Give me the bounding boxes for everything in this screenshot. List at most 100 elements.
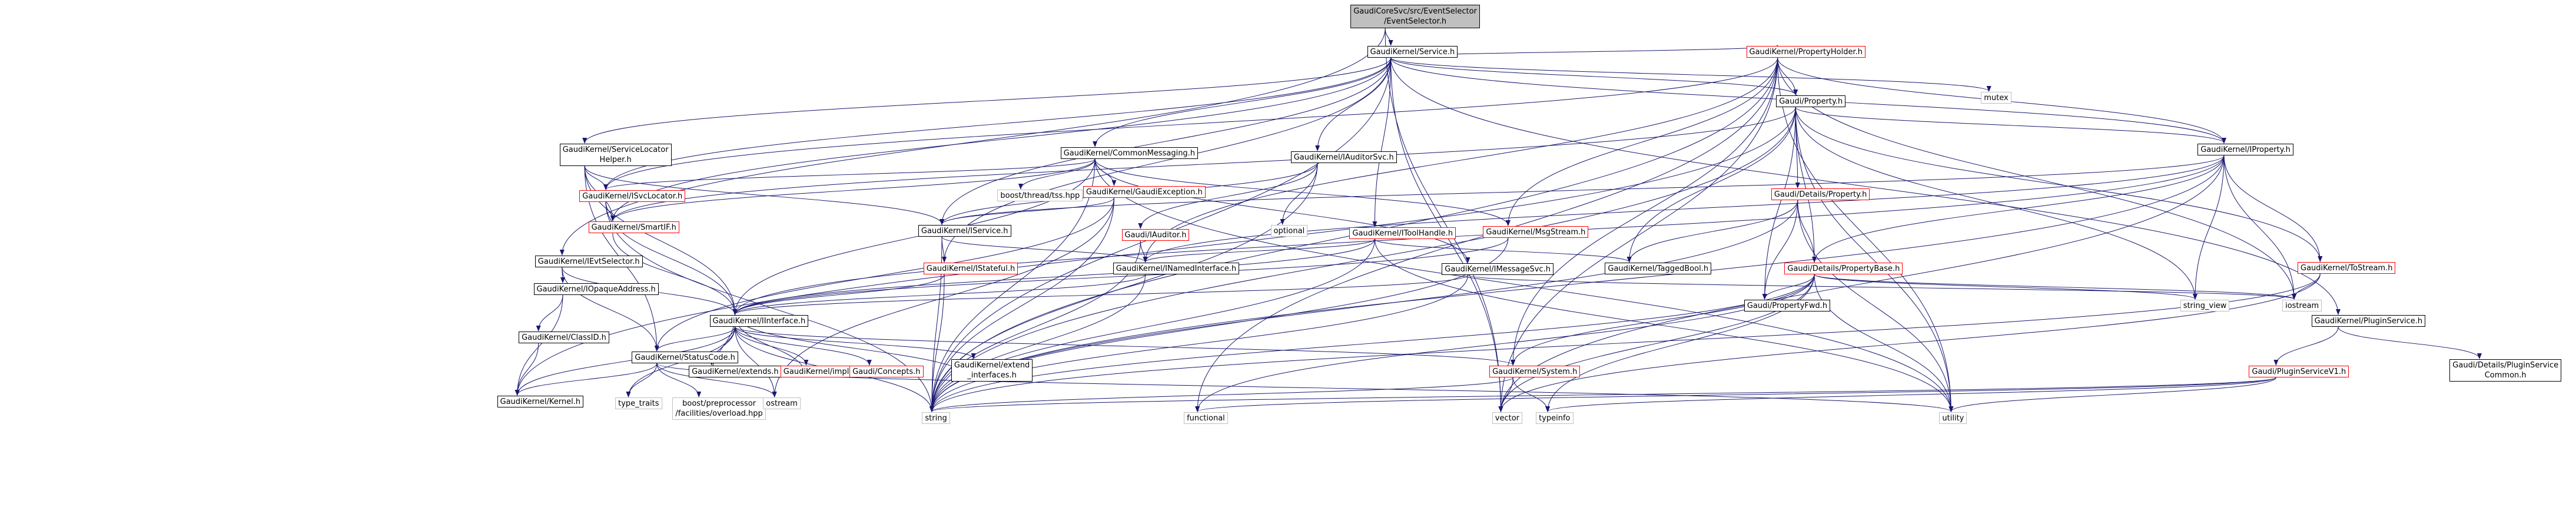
node-n21[interactable]: GaudiKernel/INamedInterface.h	[1113, 263, 1240, 274]
edge-n5-n18	[1505, 57, 1778, 226]
node-n49[interactable]: vector	[1492, 412, 1523, 424]
node-n10[interactable]: GaudiKernel/ISvcLocator.h	[579, 190, 686, 202]
node-n18[interactable]: GaudiKernel/MsgStream.h	[1483, 226, 1589, 238]
node-n38[interactable]: GaudiKernel/System.h	[1489, 366, 1581, 377]
node-n40[interactable]: Gaudi/PluginServiceV1.h	[2249, 366, 2349, 377]
node-label-line: GaudiKernel/IStateful.h	[926, 264, 1015, 273]
node-label-line: GaudiKernel/IService.h	[921, 226, 1008, 236]
node-n9[interactable]: GaudiKernel/IAuditorSvc.h	[1290, 151, 1397, 163]
node-n37[interactable]: GaudiKernel/extend_interfaces.h	[951, 359, 1033, 382]
node-n45[interactable]: string	[922, 412, 950, 424]
edge-n20-n29	[732, 274, 945, 315]
node-label-line: GaudiKernel/IEvtSelector.h	[537, 257, 640, 266]
node-n31[interactable]: GaudiKernel/ClassID.h	[519, 332, 609, 343]
node-label-line: GaudiKernel/IOpaqueAddress.h	[536, 284, 656, 294]
edge-n6-n27	[1795, 107, 2197, 300]
node-n27[interactable]: string_view	[2180, 300, 2230, 311]
node-n16[interactable]: Gaudi/IAuditor.h	[1121, 229, 1190, 241]
node-n8[interactable]: GaudiKernel/IProperty.h	[2197, 144, 2293, 155]
node-n20[interactable]: GaudiKernel/IStateful.h	[923, 263, 1018, 274]
node-n33[interactable]: GaudiKernel/Kernel.h	[497, 396, 584, 407]
edge-n6-n24	[1795, 107, 1817, 263]
node-n14[interactable]: GaudiKernel/IService.h	[918, 225, 1011, 237]
node-n24[interactable]: Gaudi/Details/PropertyBase.h	[1784, 263, 1903, 274]
node-label-line: Gaudi/Details/Property.h	[1774, 190, 1867, 199]
node-n11[interactable]: GaudiKernel/GaudiException.h	[1083, 186, 1206, 198]
edge-n5-n38	[1511, 57, 1778, 366]
edge-n21-n29	[732, 274, 1146, 315]
node-n46[interactable]: functional	[1184, 412, 1228, 424]
edge-n24-n38	[1511, 274, 1815, 366]
edge-n3-n29	[732, 158, 1096, 315]
node-n15[interactable]: optional	[1270, 225, 1308, 237]
edge-n24-n26	[1762, 274, 1815, 300]
edge-n22-n28	[1468, 274, 2296, 300]
edge-n19-n24	[1797, 200, 1817, 263]
node-n43[interactable]: boost/preprocessor/facilities/overload.h…	[672, 397, 766, 420]
node-n48[interactable]: utility	[1939, 412, 1967, 424]
node-label-line: GaudiKernel/ServiceLocator	[562, 145, 669, 154]
node-n0[interactable]: GaudiCoreSvc/src/EventSelector/EventSele…	[1350, 5, 1480, 28]
node-label-line: GaudiKernel/StatusCode.h	[635, 353, 735, 362]
node-n44[interactable]: ostream	[763, 397, 801, 409]
edge-n17-n21	[1143, 238, 1375, 263]
edge-n1-n17	[1372, 57, 1392, 227]
node-n13[interactable]: GaudiKernel/SmartIF.h	[588, 221, 679, 233]
node-label-line: Common.h	[2484, 371, 2527, 380]
node-n22[interactable]: GaudiKernel/IMessageSvc.h	[1442, 263, 1553, 275]
node-n39[interactable]: GaudiKernel/PluginService.h	[2311, 315, 2426, 327]
node-label-line: functional	[1187, 413, 1225, 423]
edge-n38-n47	[1512, 377, 1551, 412]
node-label-line: GaudiKernel/ISvcLocator.h	[582, 191, 683, 201]
edge-n29-n44	[735, 326, 777, 397]
edge-n1-n13	[610, 57, 1392, 221]
edge-n16-n21	[1140, 240, 1148, 263]
edge-n24-n27	[1814, 274, 2197, 300]
edge-n9-n16	[1138, 163, 1318, 229]
node-label-line: GaudiKernel/extend	[954, 361, 1030, 370]
node-label-line: Gaudi/Property.h	[1779, 97, 1843, 106]
edge-n32-n44	[656, 363, 777, 397]
edge-n3-n48	[1094, 158, 1954, 412]
node-n19[interactable]: Gaudi/Details/Property.h	[1771, 188, 1870, 200]
node-label-line: GaudiKernel/PropertyHolder.h	[1749, 47, 1863, 57]
node-label-line: GaudiKernel/SmartIF.h	[591, 223, 676, 232]
node-n34[interactable]: GaudiKernel/extends.h	[689, 366, 782, 377]
node-n6[interactable]: Gaudi/Property.h	[1776, 95, 1846, 107]
edge-n18-n29	[732, 237, 1509, 315]
node-n26[interactable]: Gaudi/PropertyFwd.h	[1744, 300, 1831, 311]
edge-n11-n44	[772, 197, 1114, 397]
node-n42[interactable]: type_traits	[615, 397, 662, 409]
node-n36[interactable]: Gaudi/Concepts.h	[849, 366, 924, 377]
node-n32[interactable]: GaudiKernel/StatusCode.h	[632, 352, 738, 363]
node-n28[interactable]: iostream	[2282, 300, 2322, 311]
node-n5[interactable]: GaudiKernel/PropertyHolder.h	[1746, 46, 1865, 58]
node-label-line: Gaudi/PluginServiceV1.h	[2252, 367, 2346, 376]
edge-n5-n10	[603, 57, 1778, 190]
node-n29[interactable]: GaudiKernel/IInterface.h	[709, 315, 809, 327]
edge-n6-n8	[1795, 107, 2226, 144]
edge-n30-n33	[514, 294, 563, 396]
edge-n40-n48	[1948, 377, 2276, 412]
node-n17[interactable]: GaudiKernel/IToolHandle.h	[1349, 227, 1456, 239]
edge-n19-n48	[1797, 200, 1954, 412]
node-n3[interactable]: GaudiKernel/CommonMessaging.h	[1060, 147, 1199, 159]
node-n25[interactable]: GaudiKernel/ToStream.h	[2298, 262, 2396, 274]
node-n7[interactable]: mutex	[1981, 92, 2011, 104]
node-label-line: /facilities/overload.hpp	[675, 409, 763, 418]
node-n30[interactable]: GaudiKernel/IOpaqueAddress.h	[533, 283, 659, 295]
node-label-line: ostream	[766, 399, 798, 408]
edge-n14-n21	[941, 236, 1148, 263]
edge-n6-n13	[610, 107, 1796, 221]
node-n23[interactable]: GaudiKernel/TaggedBool.h	[1605, 263, 1712, 274]
edge-n1-n3	[1093, 57, 1392, 147]
node-n1[interactable]: GaudiKernel/Service.h	[1367, 46, 1458, 58]
node-n12[interactable]: boost/thread/tss.hpp	[997, 190, 1083, 201]
node-n2[interactable]: GaudiKernel/IEvtSelector.h	[535, 256, 643, 267]
node-label-line: GaudiKernel/IMessageSvc.h	[1445, 264, 1551, 274]
edge-n11-n45	[929, 197, 1114, 412]
node-n47[interactable]: typeinfo	[1536, 412, 1574, 424]
